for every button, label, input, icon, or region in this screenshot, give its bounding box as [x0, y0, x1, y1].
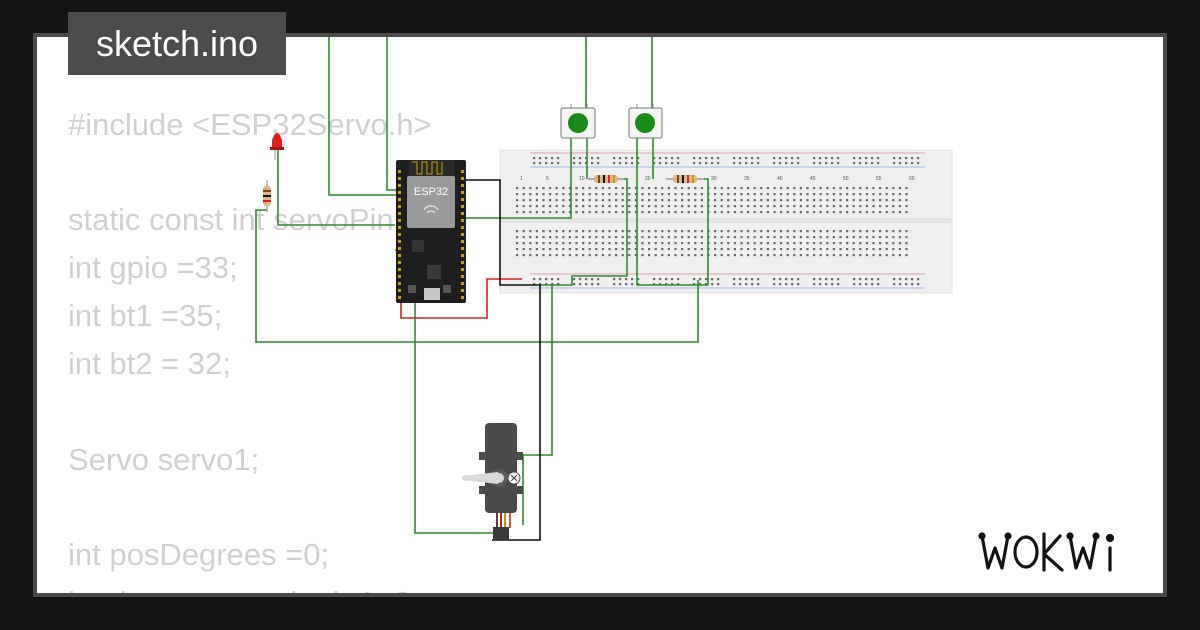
breadboard-column-number: 35 [744, 176, 750, 182]
servo-motor[interactable] [462, 423, 523, 540]
simulation-canvas[interactable]: #include <ESP32Servo.h> static const int… [37, 37, 1163, 593]
pushbutton-1[interactable] [560, 104, 596, 139]
esp32-label: ESP32 [414, 186, 448, 198]
breadboard-column-number: 60 [909, 176, 915, 182]
breadboard-column-number: 10 [579, 176, 585, 182]
led-resistor[interactable] [263, 180, 271, 212]
breadboard-column-number: 20 [645, 176, 651, 182]
breadboard[interactable]: 151015202530354045505560 [499, 149, 953, 294]
code-line-4: int gpio =33; [68, 250, 238, 285]
pushbutton-2[interactable] [628, 104, 663, 139]
code-line-8: Servo servo1; [68, 442, 260, 477]
resistor-2[interactable] [666, 175, 704, 183]
code-line-10: int posDegrees =0; [68, 537, 330, 572]
breadboard-column-number: 45 [810, 176, 816, 182]
code-line-5: int bt1 =35; [68, 298, 223, 333]
file-title-tab[interactable]: sketch.ino [68, 12, 286, 75]
breadboard-column-number: 40 [777, 176, 783, 182]
esp32-board[interactable]: ESP32 [396, 160, 466, 303]
code-line-1: #include <ESP32Servo.h> [68, 107, 432, 142]
wokwi-logo [978, 532, 1115, 572]
breadboard-column-number: 1 [520, 176, 523, 182]
breadboard-column-number: 5 [546, 176, 549, 182]
resistor-1[interactable] [588, 175, 624, 183]
code-line-6: int bt2 = 32; [68, 346, 231, 381]
code-line-11: boolean pressed = bt1=0 [68, 585, 411, 593]
black-wires [466, 179, 541, 541]
breadboard-column-number: 55 [876, 176, 882, 182]
breadboard-column-number: 30 [711, 176, 717, 182]
led-red[interactable] [270, 133, 284, 160]
breadboard-column-number: 50 [843, 176, 849, 182]
